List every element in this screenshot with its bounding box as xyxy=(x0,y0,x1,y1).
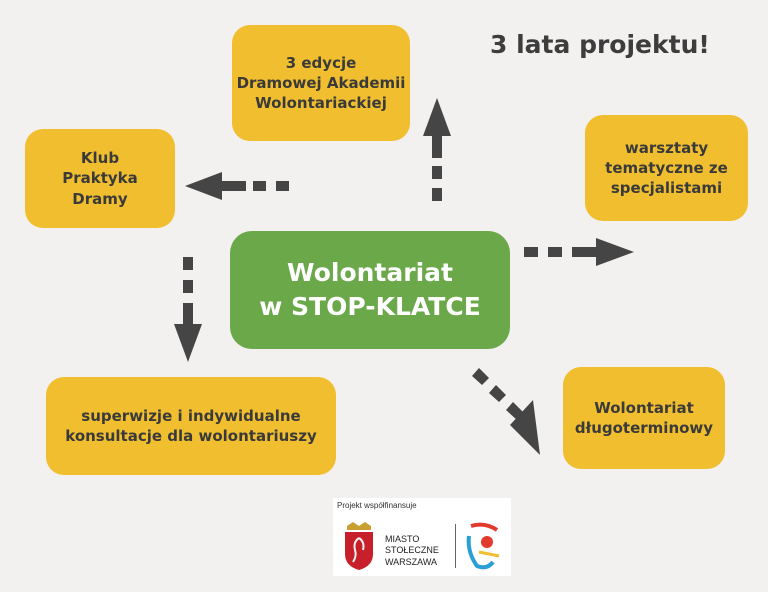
center-node: Wolontariat w STOP-KLATCE xyxy=(230,231,510,349)
node-klub: Klub Praktyka Dramy xyxy=(25,129,175,228)
warsaw-crest-icon xyxy=(345,522,373,570)
node-dlugoterminowy: Wolontariat długoterminowy xyxy=(563,367,725,469)
zaangazuj-logo-icon xyxy=(466,522,500,570)
node-akademia: 3 edycje Dramowej Akademii Wolontariacki… xyxy=(232,25,410,141)
arrow-down xyxy=(174,257,202,362)
sponsor-caption: Projekt współfinansuje xyxy=(337,501,417,510)
sponsor-city: MIASTO STOŁECZNE WARSZAWA xyxy=(385,534,439,567)
node-superwizje: superwizje i indywidualne konsultacje dl… xyxy=(46,377,336,475)
headline: 3 lata projektu! xyxy=(490,30,710,59)
arrow-up xyxy=(423,98,451,201)
arrow-diagonal xyxy=(472,368,540,455)
node-warsztaty: warsztaty tematyczne ze specjalistami xyxy=(585,115,748,221)
arrow-left xyxy=(185,172,289,200)
sponsor-panel: Projekt współfinansuje MIASTO STOŁECZNE … xyxy=(333,498,511,576)
arrow-right xyxy=(524,238,634,266)
sponsor-divider xyxy=(455,524,456,568)
